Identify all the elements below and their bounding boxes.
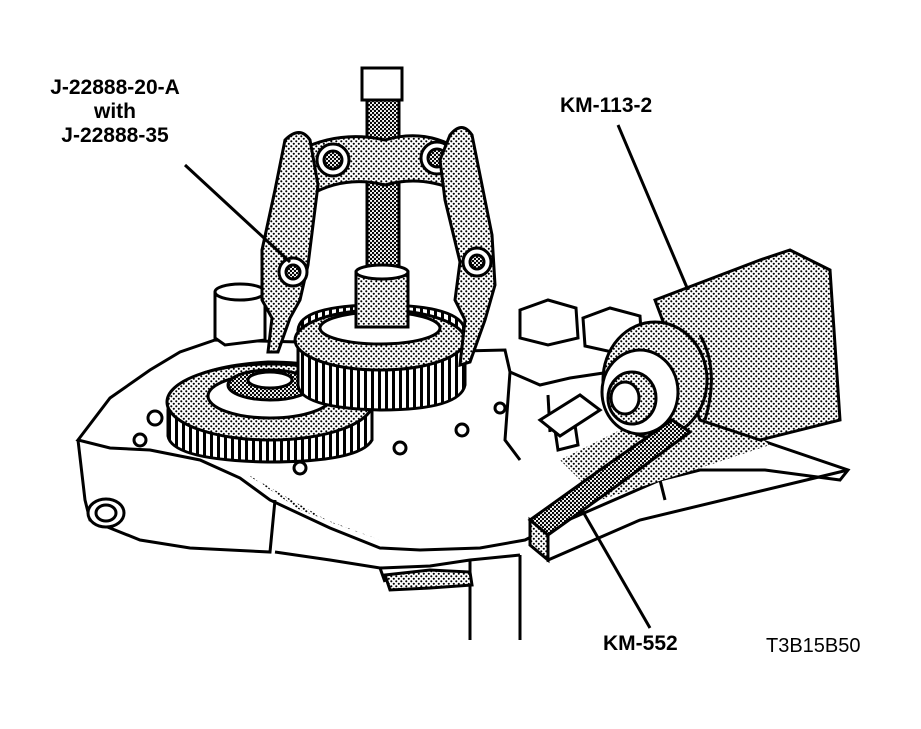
callout-km-552: KM-552 [603, 632, 678, 655]
leader-km113 [616, 124, 690, 291]
callout-puller-line2: with [94, 100, 136, 123]
leader-lines [183, 124, 690, 629]
upper-gear [293, 303, 467, 412]
support-block [213, 282, 267, 347]
km-552-holder-bar [527, 393, 693, 564]
callout-puller-tool: J-22888-20-A with J-22888-35 [30, 76, 200, 148]
callout-puller-line3: J-22888-35 [61, 124, 169, 147]
leader-puller [183, 163, 292, 264]
puller-tool [260, 66, 497, 368]
lower-gear [165, 360, 375, 464]
leader-km552 [580, 509, 652, 629]
km-113-2-adapter [600, 248, 842, 442]
figure-id: T3B15B50 [766, 635, 861, 657]
callout-puller-line1: J-22888-20-A [50, 76, 180, 99]
callout-km-113-2: KM-113-2 [560, 94, 653, 117]
